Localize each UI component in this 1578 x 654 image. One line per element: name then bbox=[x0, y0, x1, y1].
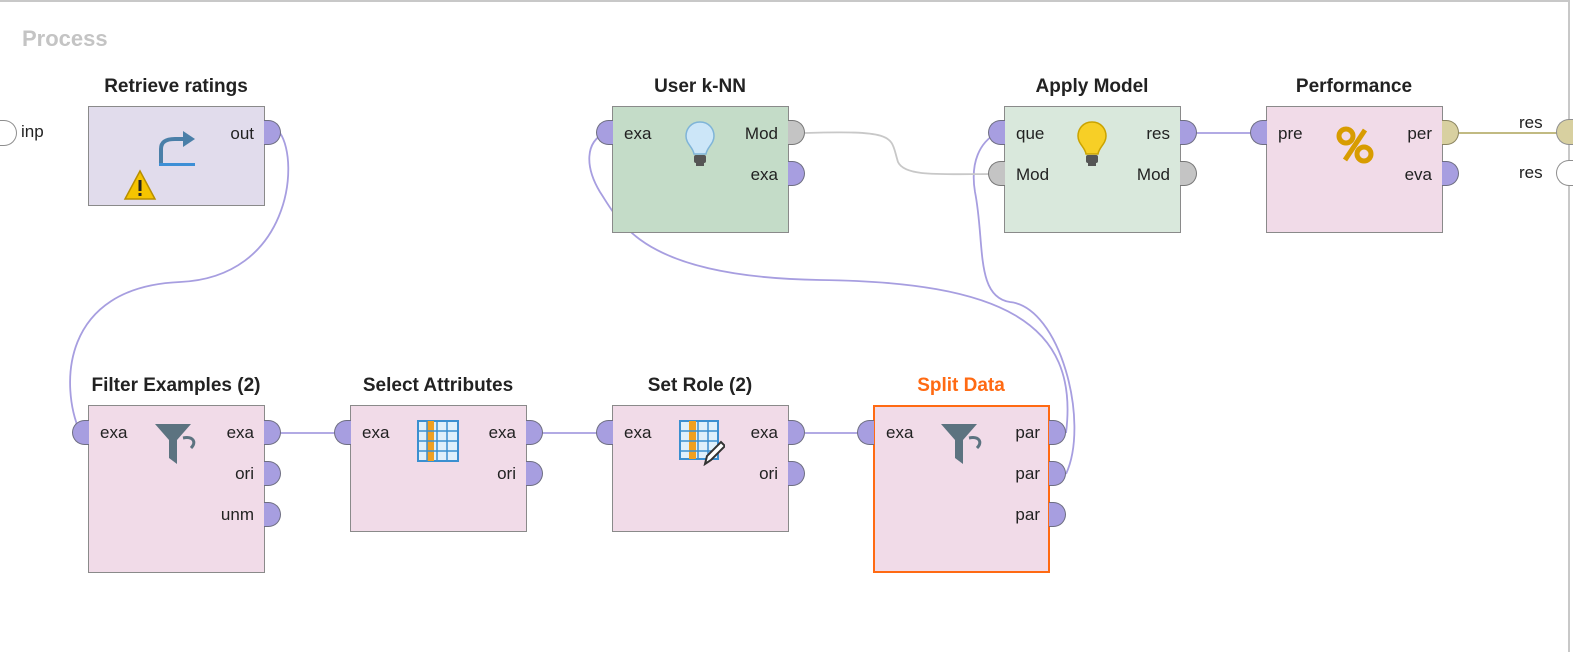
filter-exa-in-label: exa bbox=[100, 423, 128, 442]
percent-icon bbox=[1336, 126, 1374, 164]
filter-unm-label: unm bbox=[220, 505, 254, 524]
apply-mod-out-label: Mod bbox=[1136, 165, 1170, 184]
user-knn-operator[interactable]: exa Mod exa bbox=[612, 106, 789, 233]
result-port-2[interactable] bbox=[1556, 160, 1573, 186]
performance-pre-label: pre bbox=[1278, 124, 1303, 143]
knn-exa-in-port[interactable] bbox=[596, 120, 613, 145]
retrieve-ratings-operator[interactable]: out bbox=[88, 106, 265, 206]
result-port-1[interactable] bbox=[1556, 119, 1573, 145]
apply-mod-in-port[interactable] bbox=[988, 161, 1005, 186]
filter-ori-label: ori bbox=[235, 464, 254, 483]
select-ori-label: ori bbox=[497, 464, 516, 483]
result-port-label-1: res bbox=[1519, 113, 1543, 132]
apply-res-out-label: res bbox=[1146, 124, 1170, 143]
wire-knn-apply-model bbox=[804, 131, 998, 176]
apply-model-title: Apply Model bbox=[1035, 76, 1149, 97]
retrieve-out-label: out bbox=[230, 124, 254, 143]
select-exa-in-port[interactable] bbox=[334, 420, 351, 445]
user-knn-title: User k-NN bbox=[654, 76, 746, 97]
select-attributes-title: Select Attributes bbox=[362, 375, 514, 396]
filter-funnel-icon bbox=[941, 424, 982, 464]
split-par-1-label: par bbox=[1015, 423, 1040, 442]
select-exa-out-label: exa bbox=[488, 423, 516, 442]
split-data-operator[interactable]: exa par par par bbox=[873, 405, 1050, 573]
setrole-ori-label: ori bbox=[759, 464, 778, 483]
retrieve-ratings-title: Retrieve ratings bbox=[104, 76, 248, 97]
split-exa-in-port[interactable] bbox=[857, 420, 874, 445]
wire-retrieve-filter bbox=[69, 132, 290, 433]
apply-que-port[interactable] bbox=[988, 120, 1005, 145]
set-role-title: Set Role (2) bbox=[647, 375, 753, 396]
process-input-label: inp bbox=[21, 122, 44, 141]
performance-title: Performance bbox=[1295, 76, 1413, 97]
table-edit-icon bbox=[679, 420, 725, 466]
select-exa-in-label: exa bbox=[362, 423, 390, 442]
split-exa-in-label: exa bbox=[886, 423, 914, 442]
performance-pre-port[interactable] bbox=[1250, 120, 1267, 145]
select-attributes-operator[interactable]: exa exa ori bbox=[350, 405, 527, 532]
filter-examples-operator[interactable]: exa exa ori unm bbox=[88, 405, 265, 573]
knn-mod-out-label: Mod bbox=[744, 124, 778, 143]
knn-exa-out-label: exa bbox=[750, 165, 778, 184]
wire-split-apply bbox=[972, 132, 1076, 475]
filter-examples-title: Filter Examples (2) bbox=[91, 375, 261, 396]
filter-exa-out-label: exa bbox=[226, 423, 254, 442]
performance-operator[interactable]: pre per eva bbox=[1266, 106, 1443, 233]
filter-exa-in-port[interactable] bbox=[72, 420, 89, 445]
warning-icon bbox=[123, 169, 157, 200]
apply-model-operator[interactable]: que Mod res Mod bbox=[1004, 106, 1181, 233]
performance-per-label: per bbox=[1407, 124, 1432, 143]
setrole-exa-in-port[interactable] bbox=[596, 420, 613, 445]
lightbulb-icon bbox=[1077, 121, 1107, 166]
set-role-operator[interactable]: exa exa ori bbox=[612, 405, 789, 532]
apply-mod-in-label: Mod bbox=[1016, 165, 1050, 184]
knn-exa-in-label: exa bbox=[624, 124, 652, 143]
apply-que-label: que bbox=[1016, 124, 1045, 143]
split-data-title: Split Data bbox=[917, 375, 1005, 396]
setrole-exa-out-label: exa bbox=[750, 423, 778, 442]
setrole-exa-in-label: exa bbox=[624, 423, 652, 442]
filter-funnel-icon bbox=[155, 424, 196, 464]
process-title: Process bbox=[22, 26, 108, 51]
performance-eva-label: eva bbox=[1404, 165, 1432, 184]
lightbulb-icon bbox=[685, 121, 715, 166]
table-columns-icon bbox=[417, 420, 459, 462]
result-port-label-2: res bbox=[1519, 163, 1543, 182]
split-par-3-label: par bbox=[1015, 505, 1040, 524]
retrieve-arrow-icon bbox=[159, 131, 195, 166]
split-par-2-label: par bbox=[1015, 464, 1040, 483]
wire-split-knn bbox=[588, 132, 1069, 434]
